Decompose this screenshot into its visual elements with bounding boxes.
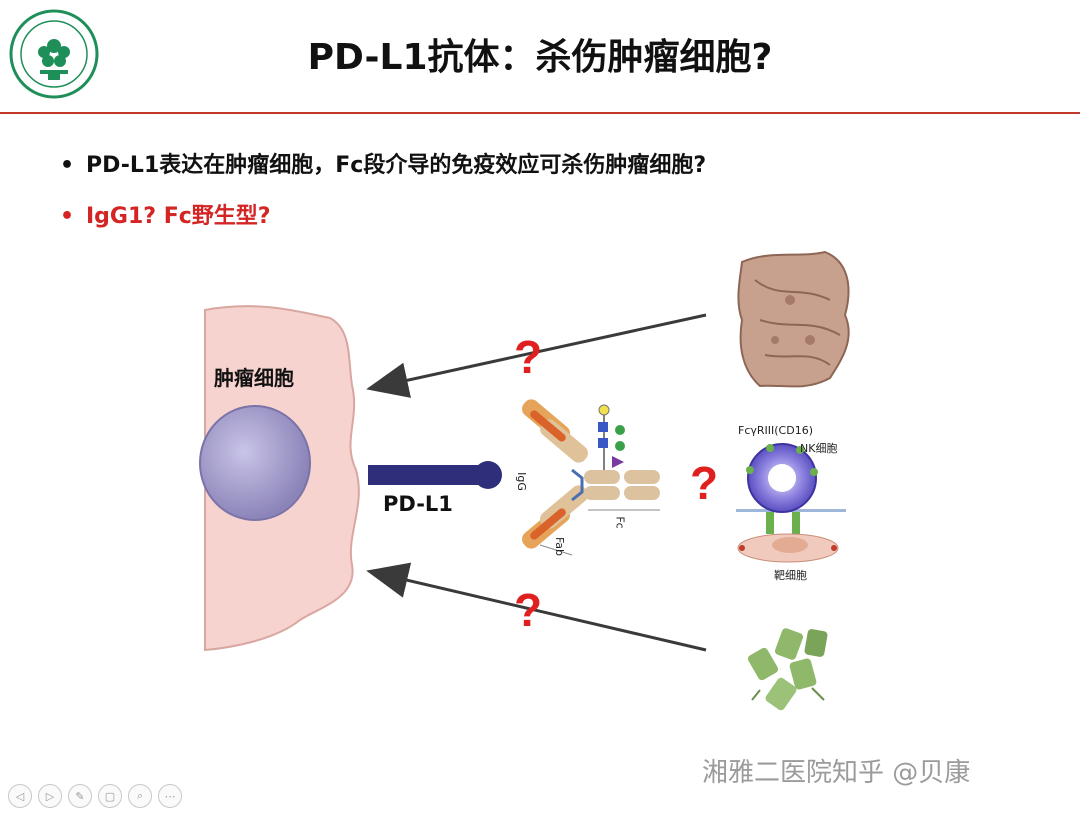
antibody-diagram — [522, 399, 660, 556]
bullet-text: PD-L1表达在肿瘤细胞，Fc段介导的免疫效应可杀伤肿瘤细胞? — [86, 153, 707, 178]
copy-icon[interactable]: ▢ — [98, 784, 122, 808]
slide-toolbar: ◁ ▷ ✎ ▢ ⌕ ⋯ — [8, 784, 182, 808]
question-mark-nk-cell: ? — [690, 457, 719, 509]
zoom-icon[interactable]: ⌕ — [128, 784, 152, 808]
question-mark-macrophage: ? — [514, 331, 543, 383]
arrow-macrophage — [366, 313, 707, 398]
title-divider — [0, 112, 1080, 114]
target-cell-label: 靶细胞 — [774, 569, 807, 582]
nk-cell-label: NK细胞 — [800, 442, 838, 455]
bullet-text: IgG1? Fc野生型? — [86, 204, 271, 229]
bullet-dot: • — [60, 153, 75, 178]
fab-label: Fab — [553, 536, 567, 557]
fc-label: Fc — [613, 516, 627, 529]
prev-icon[interactable]: ◁ — [8, 784, 32, 808]
bullet-dot: • — [60, 204, 75, 229]
macrophage-image — [737, 250, 850, 388]
pdl1-stalk — [368, 465, 486, 485]
watermark-text: 湘雅二医院知乎 @贝康 — [702, 758, 971, 788]
igg-label: IgG — [514, 472, 528, 491]
question-mark-complement: ? — [514, 584, 543, 636]
tumor-cell-label: 肿瘤细胞 — [214, 366, 294, 390]
tumor-nucleus — [199, 405, 311, 521]
fc-receptor-label: FcγRIII(CD16) — [738, 424, 813, 437]
nk-cell-diagram — [736, 443, 846, 563]
arrow-complement — [366, 562, 707, 652]
pdl1-head — [474, 461, 502, 489]
slide-title: PD-L1抗体：杀伤肿瘤细胞? — [307, 37, 773, 78]
pdl1-label: PD-L1 — [383, 492, 453, 516]
complement-proteins-image — [747, 628, 828, 711]
more-icon[interactable]: ⋯ — [158, 784, 182, 808]
hospital-logo — [8, 8, 100, 100]
next-icon[interactable]: ▷ — [38, 784, 62, 808]
bullet-item: • IgG1? Fc野生型? — [60, 198, 271, 230]
pen-icon[interactable]: ✎ — [68, 784, 92, 808]
bullet-item: • PD-L1表达在肿瘤细胞，Fc段介导的免疫效应可杀伤肿瘤细胞? — [60, 147, 706, 179]
